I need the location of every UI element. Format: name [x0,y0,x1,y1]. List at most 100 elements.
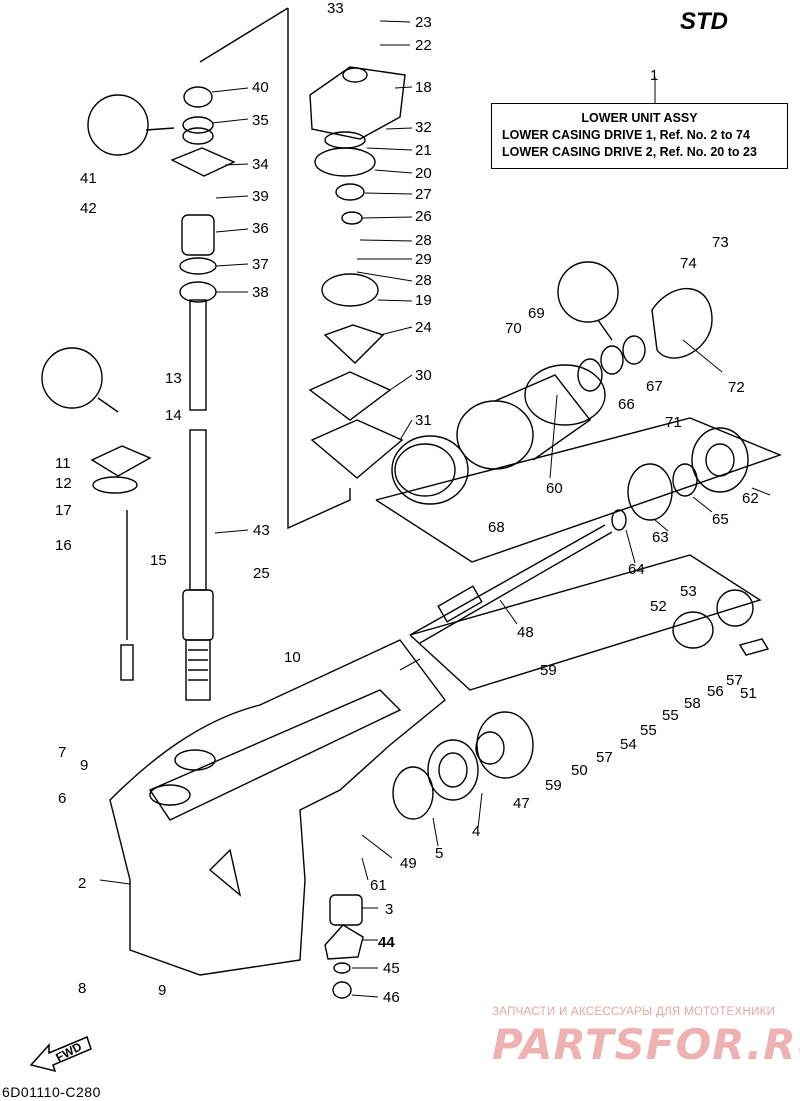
callout-23: 23 [415,14,432,31]
callout-9: 9 [80,757,88,774]
callout-67: 67 [646,378,663,395]
reverse-gear [476,711,534,779]
callout-65: 65 [712,511,729,528]
callout-61: 61 [370,877,387,894]
callout-22: 22 [415,37,432,54]
callout-36: 36 [252,220,269,237]
callout-62: 62 [742,490,759,507]
callout-68: 68 [488,519,505,536]
callout-25: 25 [253,565,270,582]
clutch-group-outline [409,554,762,691]
callout-66: 66 [618,396,635,413]
callout-46: 46 [383,989,400,1006]
callout-40: 40 [252,79,269,96]
callout-44: 44 [378,934,395,951]
callout-31: 31 [415,412,432,429]
callout-70: 70 [505,320,522,337]
callout-35: 35 [252,112,269,129]
callout-55: 55 [640,722,657,739]
callout-30: 30 [415,367,432,384]
callout-17: 17 [55,502,72,519]
callout-28: 28 [415,232,432,249]
callout-27: 27 [415,186,432,203]
callout-9: 9 [158,982,166,999]
callout-34: 34 [252,156,269,173]
callout-24: 24 [415,319,432,336]
callout-72: 72 [728,379,745,396]
callout-29: 29 [415,251,432,268]
callout-4: 4 [472,823,480,840]
callout-59: 59 [545,777,562,794]
bearing-housing [456,400,534,470]
callout-47: 47 [513,795,530,812]
assembly-line-2: LOWER CASING DRIVE 2, Ref. No. 20 to 23 [502,145,757,159]
callout-5: 5 [435,845,443,862]
propeller-shaft [409,524,613,644]
callout-6: 6 [58,790,66,807]
callout-45: 45 [383,960,400,977]
callout-39: 39 [252,188,269,205]
gear-group-outline [375,417,782,563]
callout-58: 58 [684,695,701,712]
std-label: STD [680,8,728,35]
callout-33: 33 [327,0,344,17]
diagram-code: 6D01110-C280 [2,1084,101,1100]
callout-53: 53 [680,583,697,600]
callout-73: 73 [712,234,729,251]
callout-20: 20 [415,165,432,182]
callout-69: 69 [528,305,545,322]
watermark-logo: PARTSFOR.RU [492,1020,800,1069]
callout-43: 43 [253,522,270,539]
callout-12: 12 [55,475,72,492]
callout-7: 7 [58,744,66,761]
inset-detail-left [41,347,103,409]
callout-41: 41 [80,170,97,187]
shift-rod [90,445,152,681]
callout-8: 8 [78,980,86,997]
callout-71: 71 [665,414,682,431]
assembly-legend-box: LOWER UNIT ASSY LOWER CASING DRIVE 1, Re… [491,103,788,169]
callout-57: 57 [726,672,743,689]
callout-14: 14 [165,407,182,424]
callout-54: 54 [620,736,637,753]
assembly-title: LOWER UNIT ASSY [581,111,698,125]
watermark-caption: ЗАПЧАСТИ И АКСЕССУАРЫ ДЛЯ МОТОТЕХНИКИ [492,1006,776,1018]
callout-48: 48 [517,624,534,641]
callout-2: 2 [78,875,86,892]
assembly-line-1: LOWER CASING DRIVE 1, Ref. No. 2 to 74 [502,128,750,142]
inset-detail-right [557,261,619,323]
forward-arrow-badge: FWD [29,1035,93,1073]
callout-57: 57 [596,749,613,766]
callout-50: 50 [571,762,588,779]
callout-42: 42 [80,200,97,217]
callout-19: 19 [415,292,432,309]
callout-28: 28 [415,272,432,289]
callout-26: 26 [415,208,432,225]
callout-59: 59 [540,662,557,679]
pump-group-outline [199,7,289,63]
callout-21: 21 [415,142,432,159]
callout-52: 52 [650,598,667,615]
callout-labels: 33 23 22 18 32 21 20 27 26 28 29 28 19 2… [55,0,759,1006]
callout-38: 38 [252,284,269,301]
callout-15: 15 [150,552,167,569]
callout-3: 3 [385,901,393,918]
callout-32: 32 [415,119,432,136]
callout-49: 49 [400,855,417,872]
callout-18: 18 [415,79,432,96]
callout-56: 56 [707,683,724,700]
callout-1: 1 [650,67,658,84]
inset-detail-top [87,94,149,156]
callout-16: 16 [55,537,72,554]
callout-11: 11 [55,455,71,472]
callout-51: 51 [740,685,757,702]
callout-64: 64 [628,561,645,578]
callout-10: 10 [284,649,301,666]
driveshaft [182,299,214,701]
callout-37: 37 [252,256,269,273]
callout-55: 55 [662,707,679,724]
lower-casing [109,639,446,976]
callout-60: 60 [546,480,563,497]
